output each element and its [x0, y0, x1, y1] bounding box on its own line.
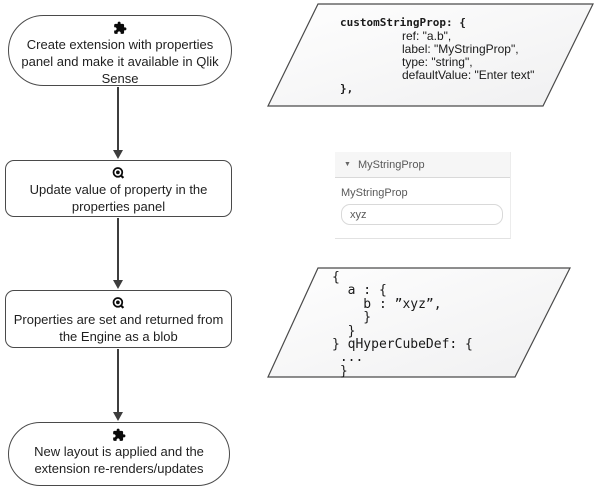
code-line: } qHyperCubeDef: { [332, 337, 473, 353]
flow-node-label: New layout is applied and the extension … [34, 444, 204, 476]
field-label: MyStringProp [341, 187, 408, 199]
arrow-head-icon [113, 280, 123, 289]
code-line: }, [340, 82, 354, 95]
arrow-line [117, 349, 119, 412]
code-line: a : { [332, 283, 387, 299]
code-line: { [332, 270, 340, 285]
accordion-body: MyStringProp [335, 178, 510, 238]
code-line: } [332, 323, 356, 339]
flow-node-new-layout: New layout is applied and the extension … [8, 422, 230, 486]
code-line: type: "string", [402, 55, 473, 69]
mystringprop-input[interactable] [341, 204, 503, 225]
code-line: customStringProp: { [340, 16, 466, 29]
code-line: defaultValue: "Enter text" [402, 68, 535, 82]
arrow-line [117, 218, 119, 280]
arrow-line [117, 87, 119, 150]
chevron-down-icon: ▼ [344, 161, 351, 168]
properties-panel: ▼ MyStringProp MyStringProp [335, 152, 511, 239]
code-line: label: "MyStringProp", [402, 42, 519, 56]
parallelogram-code-blob [267, 267, 571, 378]
code-line: ... [332, 350, 364, 366]
code-line: b : ”xyz”, [332, 296, 442, 312]
qlik-q-icon [112, 167, 125, 179]
arrow-head-icon [113, 150, 123, 159]
code-block-property-definition: customStringProp: { ref: "a.b", label: "… [340, 16, 534, 96]
code-line: } [332, 363, 348, 379]
code-line: ref: "a.b", [402, 29, 452, 43]
flow-arrow-down [112, 87, 124, 159]
flow-node-update-property: Update value of property in the properti… [5, 160, 232, 217]
puzzle-icon [114, 21, 127, 34]
flow-node-label: Update value of property in the properti… [29, 182, 208, 214]
arrow-head-icon [113, 412, 123, 421]
accordion-header-mystringprop[interactable]: ▼ MyStringProp [335, 152, 510, 178]
puzzle-icon [113, 428, 126, 441]
code-block-blob: { a : { b : ”xyz”, } } } qHyperCubeDef: … [332, 270, 473, 379]
flow-arrow-down [112, 349, 124, 421]
flow-arrow-down [112, 218, 124, 289]
accordion-title: MyStringProp [357, 158, 425, 171]
parallelogram-code-definition [267, 3, 594, 107]
flow-node-create-extension: Create extension with properties panel a… [8, 15, 232, 86]
flow-node-properties-blob: Properties are set and returned from the… [5, 290, 232, 348]
flow-node-label: Create extension with properties panel a… [21, 37, 219, 86]
qlik-q-icon [112, 297, 125, 309]
flow-node-label: Properties are set and returned from the… [13, 312, 224, 344]
code-line: } [332, 310, 372, 326]
